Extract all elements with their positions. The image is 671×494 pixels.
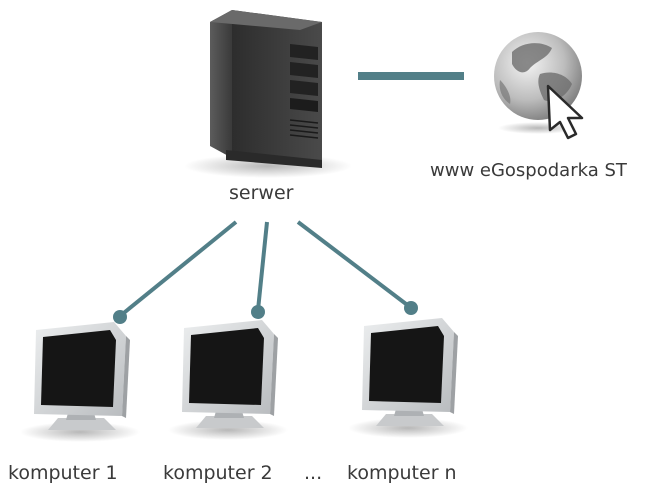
- computer-n-label: komputer n: [347, 462, 457, 484]
- lcd-monitor-icon-2: [168, 320, 288, 440]
- lcd-monitor-icon-n: [348, 318, 468, 438]
- globe-with-cursor-icon: [494, 32, 584, 140]
- link-computer-n: [296, 220, 412, 309]
- link-end-dot-2: [251, 305, 265, 319]
- link-computer-1: [118, 220, 238, 318]
- server-label: serwer: [229, 182, 294, 204]
- ellipsis-label: ...: [304, 462, 323, 484]
- computer-1-label: komputer 1: [8, 462, 118, 484]
- link-computer-2: [256, 221, 269, 311]
- lcd-monitor-icon-1: [20, 322, 140, 442]
- link-end-dot-n: [404, 301, 418, 315]
- connector-lines: [113, 72, 464, 324]
- link-end-dot-1: [113, 310, 127, 324]
- computer-2-label: komputer 2: [163, 462, 273, 484]
- internet-label: www eGospodarka ST: [430, 160, 627, 181]
- tower-server-icon: [184, 10, 352, 178]
